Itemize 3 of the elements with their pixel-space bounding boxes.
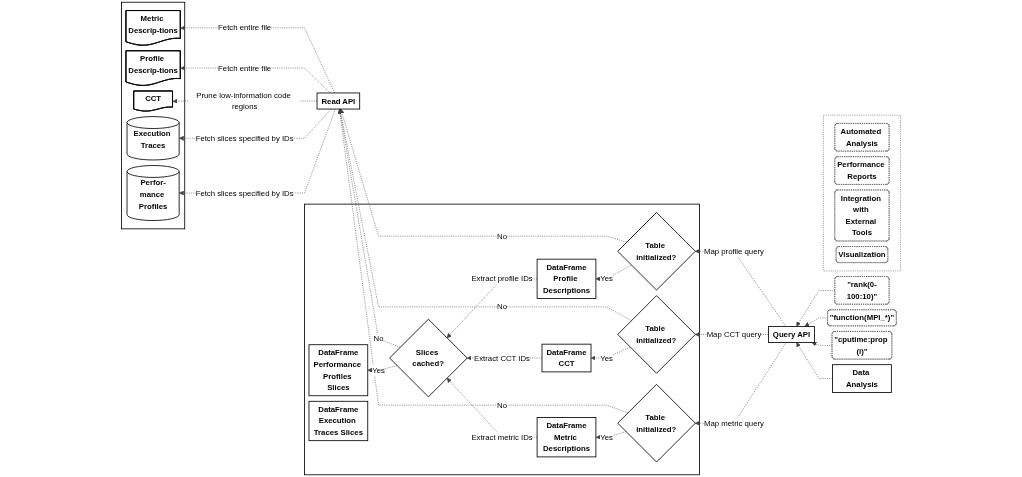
cluster bbox=[304, 203, 700, 476]
cluster bbox=[823, 114, 901, 272]
cluster bbox=[121, 1, 186, 230]
